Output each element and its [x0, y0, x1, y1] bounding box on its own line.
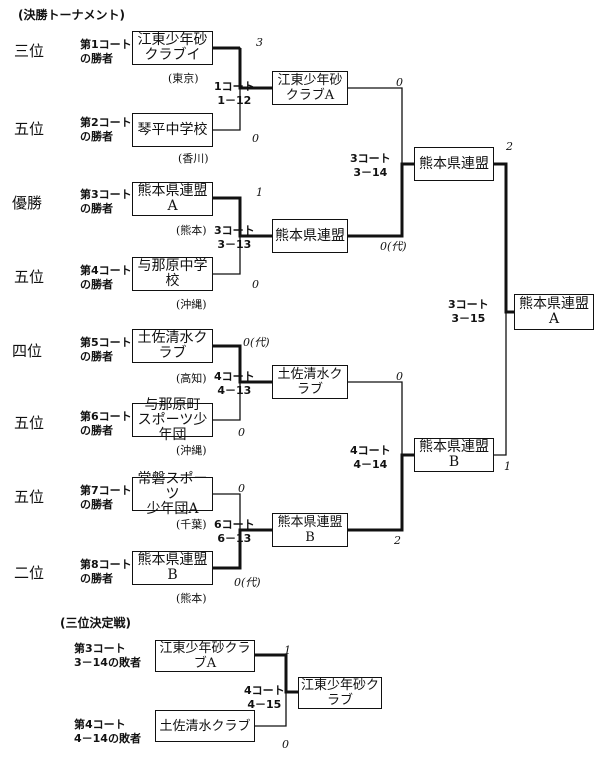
score: 0(代) — [380, 240, 407, 253]
court-label: 6コート 6－13 — [214, 518, 255, 545]
slot-label: 第5コート の勝者 — [80, 336, 132, 363]
team-box: 熊本県連盟 — [414, 147, 494, 181]
winner-line — [213, 528, 272, 570]
winner-line — [255, 653, 298, 694]
court-label: 3コート 3－14 — [350, 152, 391, 179]
team-box: 琴平中学校 — [132, 113, 213, 147]
prefecture: (沖縄) — [176, 444, 207, 457]
prefecture: (熊本) — [176, 224, 207, 237]
score: 0 — [238, 426, 245, 439]
team-box: 熊本県連盟A — [132, 182, 213, 216]
rank-mark: 五位 — [14, 268, 45, 286]
team-box: 熊本県連盟B — [414, 438, 494, 472]
winner-line — [213, 344, 272, 384]
team-box: 江東少年砂クラブA — [272, 71, 348, 105]
score: 0 — [238, 482, 245, 495]
bracket-line — [494, 163, 507, 456]
team-box: 常磐スポーツ 少年団A — [132, 471, 213, 516]
team-box: 熊本県連盟B — [272, 513, 348, 547]
score: 0 — [282, 738, 289, 751]
rank-mark: 五位 — [14, 414, 45, 432]
rank-mark: 優勝 — [12, 194, 43, 212]
score: 0 — [252, 278, 259, 291]
rank-mark: 二位 — [14, 564, 45, 582]
slot-label: 第8コート の勝者 — [80, 558, 132, 585]
winner-line — [348, 453, 414, 532]
slot-label: 第3コート の勝者 — [80, 188, 132, 215]
score: 1 — [504, 460, 511, 473]
rank-mark: 四位 — [12, 342, 43, 360]
court-label: 3コート 3－13 — [214, 224, 255, 251]
prefecture: (千葉) — [176, 518, 207, 531]
score: 0(代) — [234, 576, 261, 589]
prefecture: (高知) — [176, 372, 207, 385]
slot-label: 第4コート の勝者 — [80, 264, 132, 291]
slot-label: 第4コート 4－14の敗者 — [74, 718, 141, 745]
score: 1 — [284, 644, 291, 657]
rank-mark: 三位 — [14, 42, 45, 60]
rank-mark: 五位 — [14, 488, 45, 506]
court-label: 4コート 4－14 — [350, 444, 391, 471]
score: 0(代) — [243, 336, 270, 349]
slot-label: 第7コート の勝者 — [80, 484, 132, 511]
score: 2 — [394, 534, 401, 547]
team-box: 江東少年砂 クラブイ — [132, 31, 213, 65]
score: 0 — [396, 370, 403, 383]
winner-line — [494, 162, 514, 314]
third-place-winner-box: 江東少年砂クラブ — [298, 677, 382, 709]
slot-label: 第1コート の勝者 — [80, 38, 132, 65]
team-box: 土佐清水クラブ — [272, 365, 348, 399]
team-box: 与那原中学校 — [132, 257, 213, 291]
score: 0 — [252, 132, 259, 145]
rank-mark: 五位 — [14, 120, 45, 138]
slot-label: 第2コート の勝者 — [80, 116, 132, 143]
team-box: 土佐清水クラブ — [155, 710, 255, 742]
prefecture: (香川) — [178, 152, 209, 165]
prefecture: (東京) — [168, 72, 199, 85]
slot-label: 第6コート の勝者 — [80, 410, 132, 437]
prefecture: (熊本) — [176, 592, 207, 605]
court-label: 4コート 4－13 — [214, 370, 255, 397]
team-box: 江東少年砂クラブA — [155, 640, 255, 672]
champion-box: 熊本県連盟A — [514, 294, 594, 330]
team-box: 熊本県連盟 — [272, 219, 348, 253]
court-label: 1コート 1－12 — [214, 80, 255, 107]
team-box: 土佐清水クラブ — [132, 329, 213, 363]
winner-line — [213, 196, 272, 238]
court-label: 3コート 3－15 — [448, 298, 489, 325]
third-place-title: (三位決定戦) — [60, 616, 131, 630]
slot-label: 第3コート 3－14の敗者 — [74, 642, 141, 669]
team-box: 与那原町 スポーツ少年団 — [132, 397, 213, 442]
winner-line — [348, 162, 414, 238]
score: 1 — [256, 186, 263, 199]
score: 2 — [506, 140, 513, 153]
page-title: (決勝トーナメント) — [18, 8, 125, 22]
score: 3 — [256, 36, 263, 49]
court-label: 4コート 4－15 — [244, 684, 285, 711]
team-box: 熊本県連盟B — [132, 551, 213, 585]
winner-line — [238, 48, 272, 90]
score: 0 — [396, 76, 403, 89]
prefecture: (沖縄) — [176, 298, 207, 311]
